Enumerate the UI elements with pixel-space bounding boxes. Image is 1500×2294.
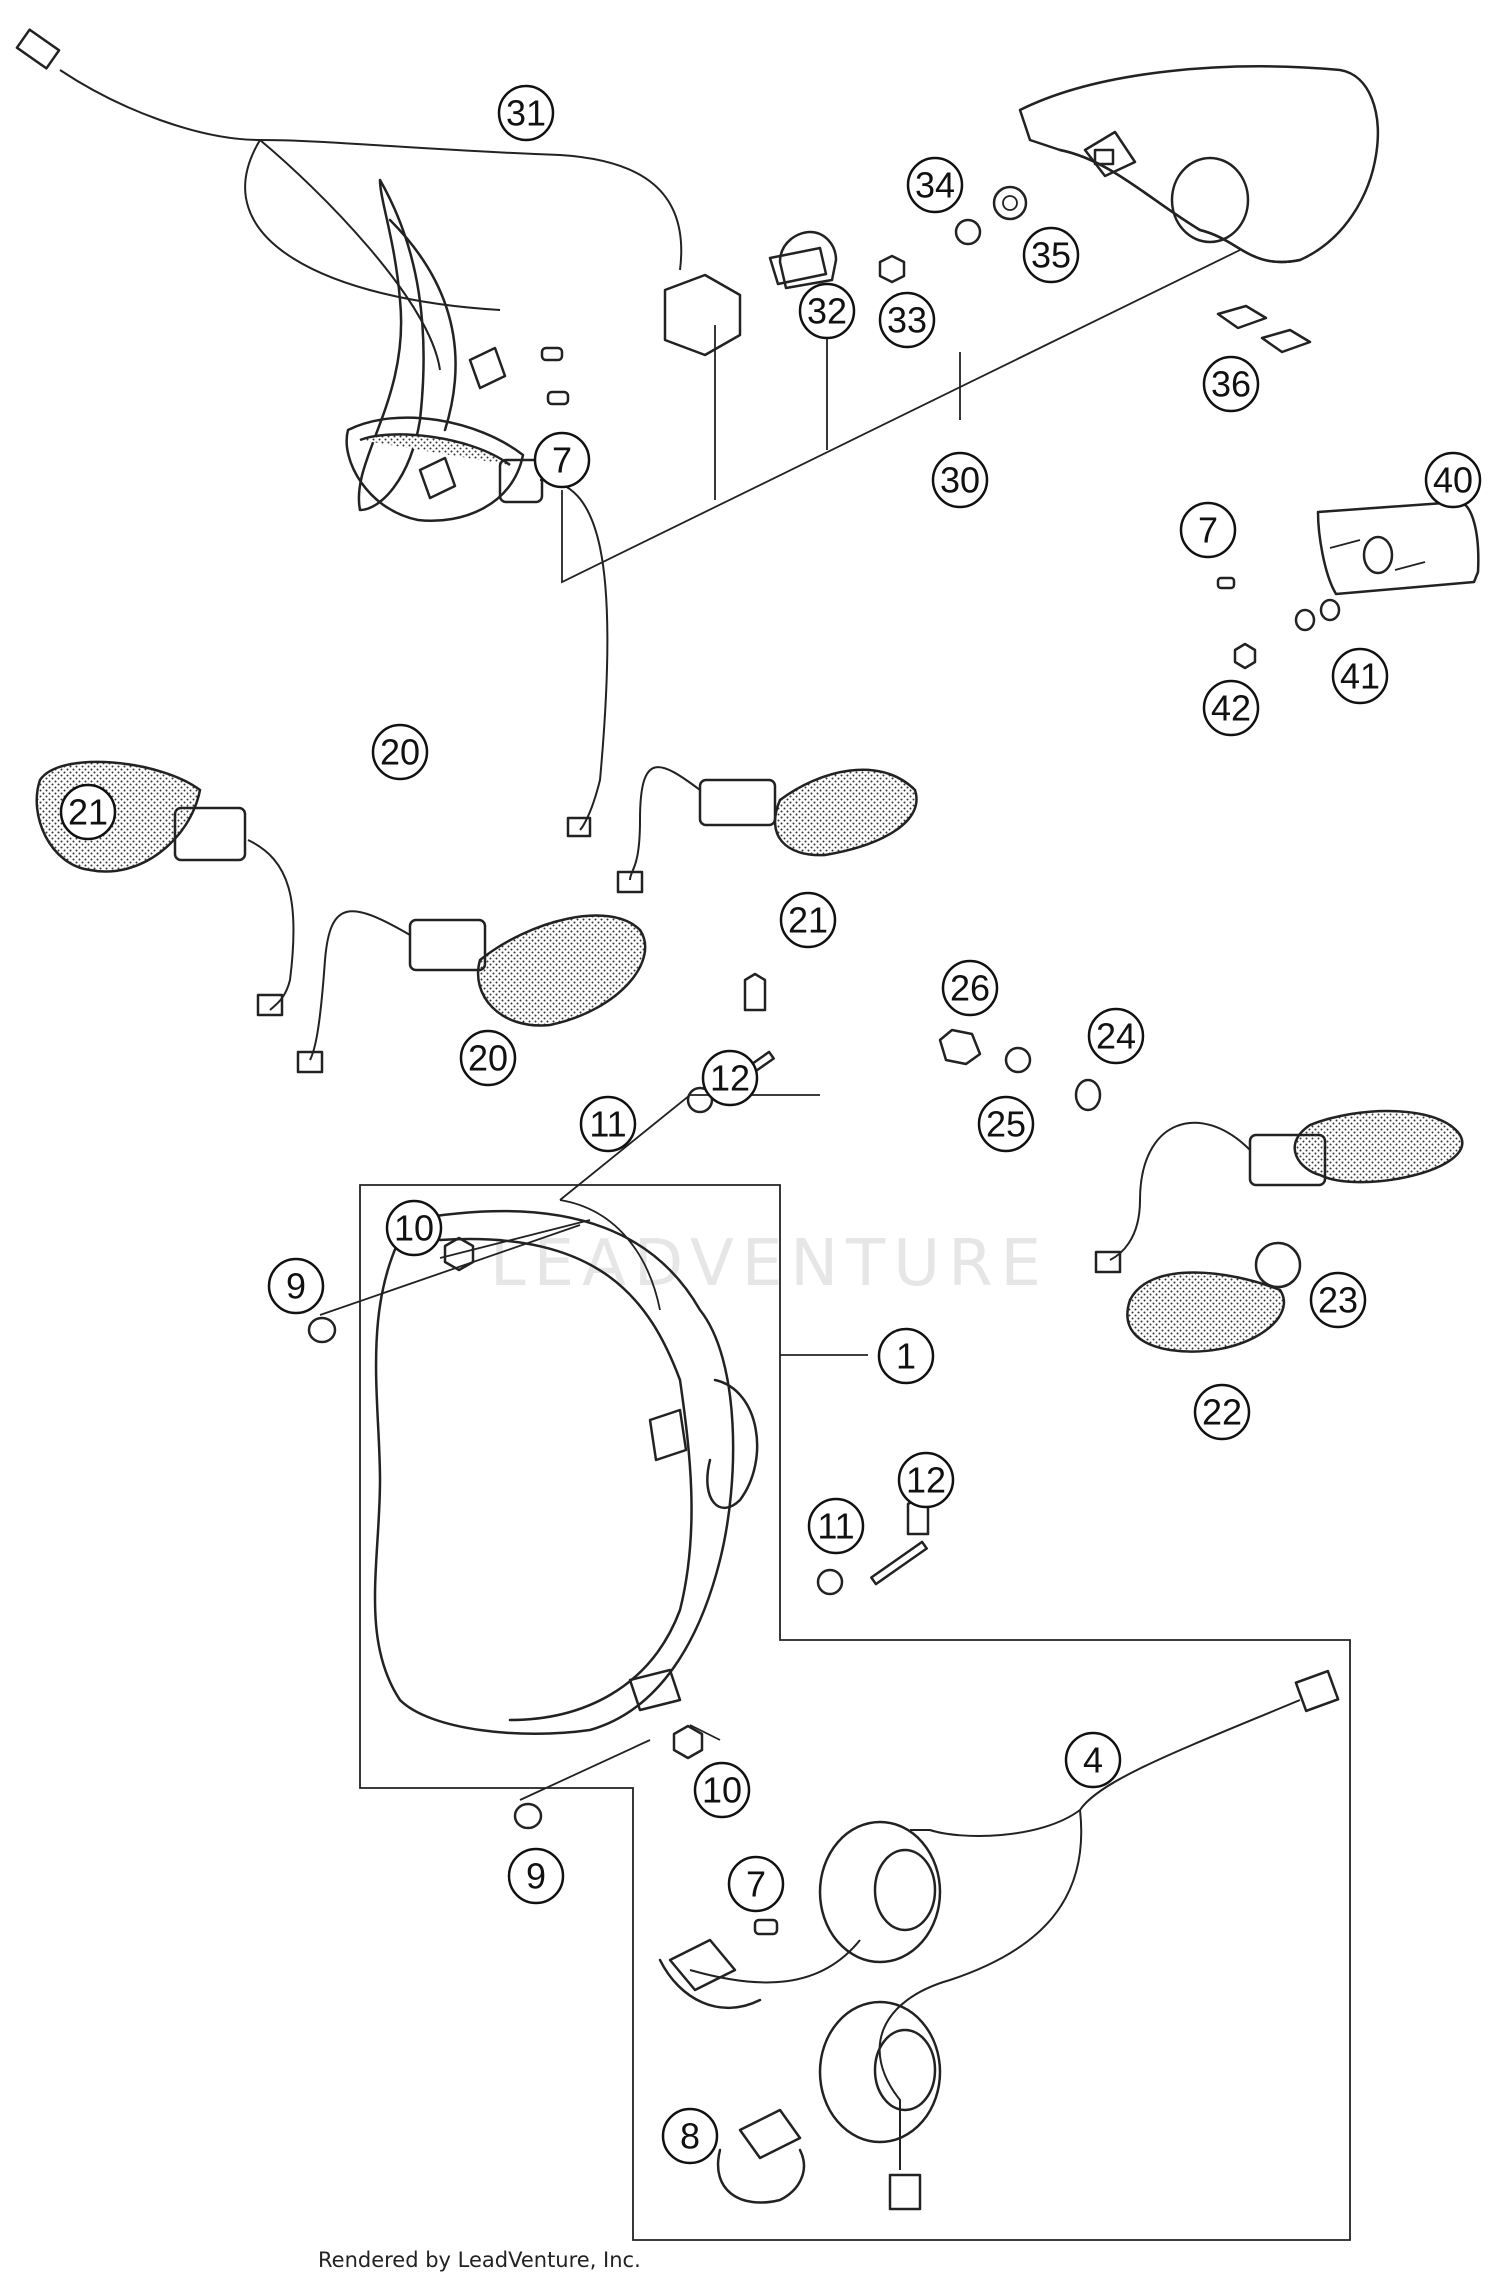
callout-7-right[interactable]: 7 (1179, 501, 1237, 559)
svg-text:42: 42 (1211, 688, 1251, 729)
svg-text:21: 21 (68, 792, 108, 833)
callout-9-top[interactable]: 9 (267, 1257, 325, 1315)
callout-11-bottom[interactable]: 11 (807, 1497, 865, 1555)
svg-text:11: 11 (589, 1104, 626, 1145)
tail-pads (1216, 304, 1312, 354)
tail-light-assembly (1018, 65, 1379, 264)
credit-text: Rendered by LeadVenture, Inc. (318, 2248, 641, 2272)
callout-36[interactable]: 36 (1202, 355, 1260, 413)
svg-text:26: 26 (950, 968, 990, 1009)
svg-text:25: 25 (986, 1104, 1026, 1145)
svg-text:41: 41 (1340, 656, 1380, 697)
callout-9-bottom[interactable]: 9 (507, 1847, 565, 1905)
tail-bulb-socket (663, 230, 838, 357)
leader-lines (319, 249, 1241, 1801)
callout-10-bottom[interactable]: 10 (693, 1761, 751, 1819)
svg-text:21: 21 (788, 900, 828, 941)
callout-35[interactable]: 35 (1022, 226, 1080, 284)
callout-10-top[interactable]: 10 (385, 1199, 443, 1257)
svg-text:22: 22 (1202, 1392, 1242, 1433)
callout-23[interactable]: 23 (1309, 1271, 1367, 1329)
callout-21-right[interactable]: 21 (779, 891, 837, 949)
callout-26[interactable]: 26 (941, 959, 999, 1017)
callout-32[interactable]: 32 (798, 282, 856, 340)
callout-30[interactable]: 30 (931, 451, 989, 509)
svg-text:40: 40 (1433, 460, 1473, 501)
rear-turn-signal-right (616, 766, 918, 894)
callout-22[interactable]: 22 (1193, 1383, 1251, 1441)
svg-text:12: 12 (710, 1058, 750, 1099)
front-turn-signal-right (296, 910, 647, 1074)
svg-text:7: 7 (1198, 510, 1218, 551)
svg-text:20: 20 (380, 732, 420, 773)
svg-text:33: 33 (887, 300, 927, 341)
svg-text:32: 32 (807, 291, 847, 332)
callout-31[interactable]: 31 (497, 84, 555, 142)
callout-24[interactable]: 24 (1087, 1007, 1145, 1065)
svg-text:23: 23 (1318, 1280, 1358, 1321)
svg-text:7: 7 (746, 1864, 766, 1905)
svg-text:35: 35 (1031, 235, 1071, 276)
callout-34[interactable]: 34 (906, 156, 964, 214)
svg-text:30: 30 (940, 460, 980, 501)
callout-20-bottom[interactable]: 20 (459, 1029, 517, 1087)
svg-text:10: 10 (394, 1208, 434, 1249)
svg-text:34: 34 (915, 165, 955, 206)
svg-text:8: 8 (680, 2116, 700, 2157)
svg-text:12: 12 (906, 1460, 946, 1501)
callout-7-top[interactable]: 7 (533, 431, 591, 489)
license-plate-light (1216, 500, 1480, 670)
callout-11-top[interactable]: 11 (579, 1095, 637, 1153)
watermark-text: LEADVENTURE (490, 1227, 1049, 1301)
callout-7-bottom[interactable]: 7 (727, 1855, 785, 1913)
svg-text:11: 11 (817, 1506, 854, 1547)
rear-turn-signal-left (345, 416, 609, 838)
rear-wiring-harness (15, 28, 683, 512)
svg-text:9: 9 (286, 1266, 306, 1307)
callout-25[interactable]: 25 (977, 1095, 1035, 1153)
svg-text:4: 4 (1083, 1740, 1103, 1781)
callout-40[interactable]: 40 (1424, 451, 1482, 509)
svg-text:36: 36 (1211, 364, 1251, 405)
callout-33[interactable]: 33 (878, 291, 936, 349)
headlight-harness (658, 1669, 1340, 2211)
callout-8[interactable]: 8 (661, 2107, 719, 2165)
callout-1[interactable]: 1 (877, 1327, 935, 1385)
svg-text:31: 31 (506, 93, 546, 134)
tail-fasteners (878, 185, 1028, 284)
svg-text:1: 1 (896, 1336, 916, 1377)
callout-21-left[interactable]: 21 (59, 783, 117, 841)
small-bulbs-top (540, 346, 570, 406)
callout-42[interactable]: 42 (1202, 679, 1260, 737)
callout-20-top[interactable]: 20 (371, 723, 429, 781)
callout-4[interactable]: 4 (1064, 1731, 1122, 1789)
svg-text:24: 24 (1096, 1016, 1136, 1057)
svg-text:9: 9 (526, 1856, 546, 1897)
callout-12-top[interactable]: 12 (701, 1049, 759, 1107)
front-indicator-parts (938, 1028, 1464, 1353)
svg-text:20: 20 (468, 1038, 508, 1079)
callouts: 31 34 35 33 32 36 7 30 40 7 41 42 20 21 … (59, 84, 1482, 2165)
svg-text:10: 10 (702, 1770, 742, 1811)
callout-12-bottom[interactable]: 12 (897, 1451, 955, 1509)
callout-41[interactable]: 41 (1331, 647, 1389, 705)
svg-text:7: 7 (552, 440, 572, 481)
headlight-assembly (359, 1184, 1351, 2241)
